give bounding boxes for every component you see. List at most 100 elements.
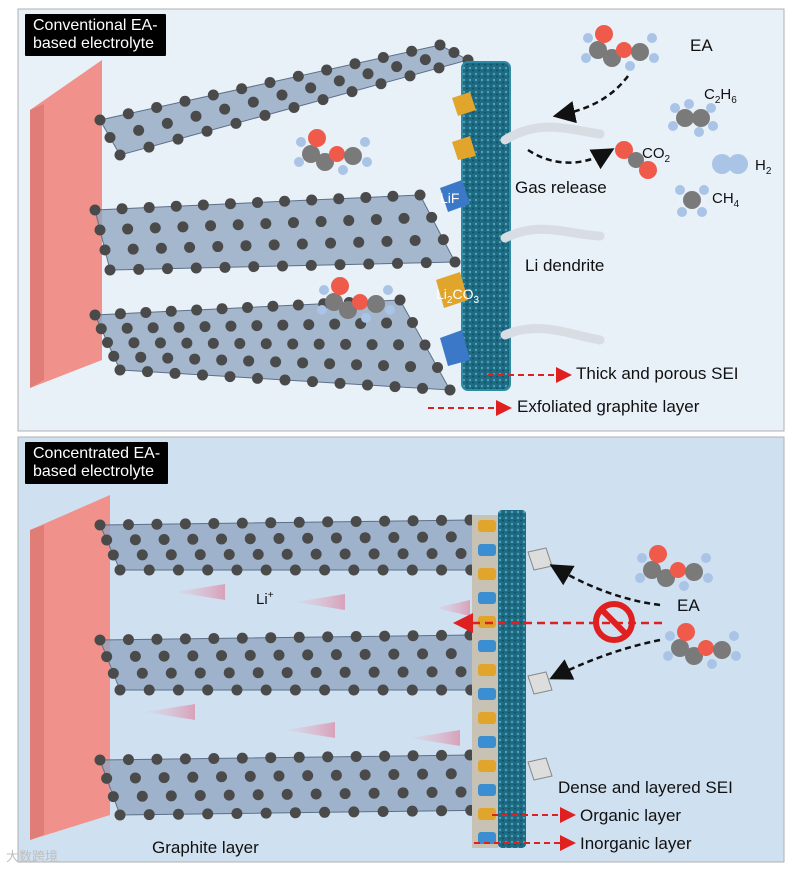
graphene-atom — [393, 339, 404, 350]
graphene-atom — [245, 771, 256, 782]
hydrogen-atom — [731, 651, 741, 661]
graphene-atom — [202, 565, 213, 576]
hydrogen-atom — [701, 553, 711, 563]
graphene-atom — [319, 685, 330, 696]
graphene-atom — [187, 534, 198, 545]
graphene-atom — [351, 751, 362, 762]
graphene-atom — [290, 565, 301, 576]
graphene-atom — [456, 666, 467, 677]
graphene-atom — [378, 565, 389, 576]
graphene-atom — [117, 203, 128, 214]
graphene-atom — [231, 565, 242, 576]
graphene-atom — [260, 110, 271, 121]
graphene-atom — [371, 214, 382, 225]
oxygen-atom — [616, 42, 632, 58]
graphene-atom — [362, 380, 373, 391]
hydrogen-atom — [362, 157, 372, 167]
graphene-atom — [224, 790, 235, 801]
graphene-atom — [427, 548, 438, 559]
hydrogen-atom — [360, 137, 370, 147]
graphene-atom — [90, 310, 101, 321]
graphene-atom — [415, 190, 426, 201]
graphene-atom — [408, 750, 419, 761]
graphene-atom — [280, 375, 291, 386]
graphene-atom — [334, 75, 345, 86]
graphene-atom — [122, 323, 133, 334]
graphene-atom — [195, 790, 206, 801]
graphene-atom — [216, 650, 227, 661]
graphene-atom — [130, 772, 141, 783]
graphene-atom — [267, 301, 278, 312]
graphene-atom — [270, 356, 281, 367]
graphene-atom — [421, 257, 432, 268]
graphene-atom — [456, 787, 467, 798]
label-h2: H2 — [755, 157, 771, 177]
graphene-atom — [398, 548, 409, 559]
graphene-atom — [427, 666, 438, 677]
graphene-atom — [202, 126, 213, 137]
graphene-atom — [388, 532, 399, 543]
graphene-atom — [237, 518, 248, 529]
graphene-atom — [387, 191, 398, 202]
graphene-atom — [162, 118, 173, 129]
graphene-atom — [95, 225, 106, 236]
hydrogen-atom — [649, 53, 659, 63]
graphene-atom — [297, 238, 308, 249]
graphene-atom — [133, 125, 144, 136]
carbon-atom — [367, 295, 385, 313]
graphene-atom — [101, 773, 112, 784]
graphene-atom — [335, 259, 346, 270]
graphene-atom — [151, 519, 162, 530]
graphene-atom — [115, 565, 126, 576]
graphene-atom — [180, 518, 191, 529]
hydrogen-atom — [663, 651, 673, 661]
label-ch4: CH4 — [712, 190, 739, 210]
graphene-atom — [198, 200, 209, 211]
graphene-atom — [314, 339, 325, 350]
graphene-atom — [322, 631, 333, 642]
graphene-atom — [363, 68, 374, 79]
graphene-atom — [322, 751, 333, 762]
graphene-atom — [427, 787, 438, 798]
graphene-atom — [316, 216, 327, 227]
graphene-atom — [115, 810, 126, 821]
graphene-atom — [398, 787, 409, 798]
graphene-atom — [261, 565, 272, 576]
graphene-atom — [324, 358, 335, 369]
graphene-atom — [294, 517, 305, 528]
graphene-atom — [261, 808, 272, 819]
graphene-atom — [265, 752, 276, 763]
graphene-atom — [290, 807, 301, 818]
oxygen-atom — [649, 545, 667, 563]
oxygen-atom — [595, 25, 613, 43]
graphene-atom — [191, 111, 202, 122]
graphene-atom — [333, 193, 344, 204]
graphene-atom — [144, 565, 155, 576]
label-inorganic: Inorganic layer — [580, 834, 692, 854]
graphene-atom — [189, 354, 200, 365]
graphene-atom — [95, 635, 106, 646]
organic-layer — [498, 510, 526, 848]
graphene-atom — [195, 667, 206, 678]
sei-block — [478, 544, 496, 556]
graphene-atom — [302, 770, 313, 781]
graphene-atom — [378, 806, 389, 817]
graphene-atom — [202, 685, 213, 696]
graphene-atom — [224, 667, 235, 678]
graphene-atom — [171, 201, 182, 212]
graphene-atom — [156, 243, 167, 254]
hydrogen-atom — [361, 313, 371, 323]
graphene-atom — [115, 150, 126, 161]
graphene-atom — [180, 753, 191, 764]
hydrogen-atom — [581, 53, 591, 63]
graphene-atom — [376, 78, 387, 89]
graphene-atom — [435, 40, 446, 51]
graphene-atom — [390, 381, 401, 392]
graphene-atom — [436, 750, 447, 761]
graphene-atom — [360, 532, 371, 543]
hydrogen-atom — [679, 581, 689, 591]
graphene-atom — [279, 196, 290, 207]
graphene-atom — [200, 321, 211, 332]
graphene-atom — [287, 338, 298, 349]
current-collector-top — [30, 60, 102, 388]
